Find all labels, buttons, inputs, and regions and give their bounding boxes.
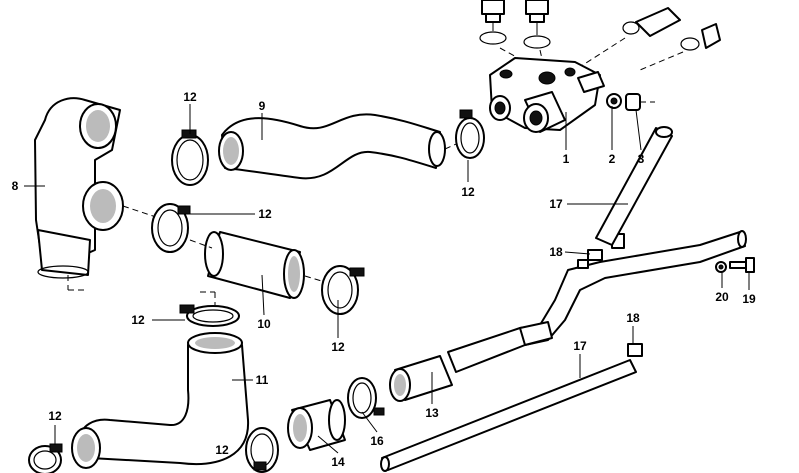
callout-17-upper: 17 — [549, 197, 563, 211]
callout-19: 19 — [742, 292, 756, 306]
hose-10 — [189, 231, 326, 299]
callout-12-top-right: 12 — [461, 185, 475, 199]
callout-8: 8 — [12, 179, 19, 193]
callout-3: 3 — [638, 152, 645, 166]
callout-1: 1 — [563, 152, 570, 166]
tee-connector-8 — [34, 97, 166, 291]
hose-17b — [380, 359, 637, 472]
hose-clamp-12e — [179, 291, 240, 327]
hose-clamp-12c — [151, 203, 191, 253]
bolt-19 — [729, 257, 755, 273]
callout-2: 2 — [609, 152, 616, 166]
washer-20 — [715, 261, 727, 273]
clip-18a — [577, 249, 603, 269]
clip-18b — [627, 343, 643, 357]
hose-clamp-12g — [245, 427, 279, 473]
thermostat-housing — [479, 0, 721, 133]
callout-16: 16 — [370, 434, 384, 448]
hose-11 — [71, 332, 250, 469]
callout-18-upper: 18 — [549, 245, 563, 259]
callout-10: 10 — [257, 317, 271, 331]
leader-lines — [24, 104, 750, 454]
callout-12-top-left: 12 — [183, 90, 197, 104]
connector-14 — [287, 399, 346, 451]
callout-9: 9 — [259, 99, 266, 113]
callout-12-right: 12 — [331, 340, 345, 354]
hose-clamp-16 — [347, 377, 385, 419]
callout-14: 14 — [331, 455, 345, 469]
callout-12-bottom: 12 — [215, 443, 229, 457]
callout-20: 20 — [715, 290, 729, 304]
hose-clamp-12a — [171, 129, 209, 186]
callout-12-bottom-left: 12 — [48, 409, 62, 423]
hose-17a — [595, 126, 673, 246]
hose-clamp-12b — [455, 109, 485, 159]
callout-labels: 1 2 3 8 9 10 11 12 12 12 12 12 12 12 13 … — [12, 90, 756, 469]
callout-12-middle: 12 — [258, 207, 272, 221]
callout-18-lower: 18 — [626, 311, 640, 325]
callout-12-left: 12 — [131, 313, 145, 327]
callout-11: 11 — [256, 373, 269, 387]
sleeve-13 — [389, 355, 453, 402]
hose-9 — [218, 113, 466, 180]
hose-clamp-12d — [321, 265, 365, 315]
callout-13: 13 — [425, 406, 439, 420]
callout-17-lower: 17 — [573, 339, 587, 353]
hose-clamp-12f — [28, 443, 63, 473]
